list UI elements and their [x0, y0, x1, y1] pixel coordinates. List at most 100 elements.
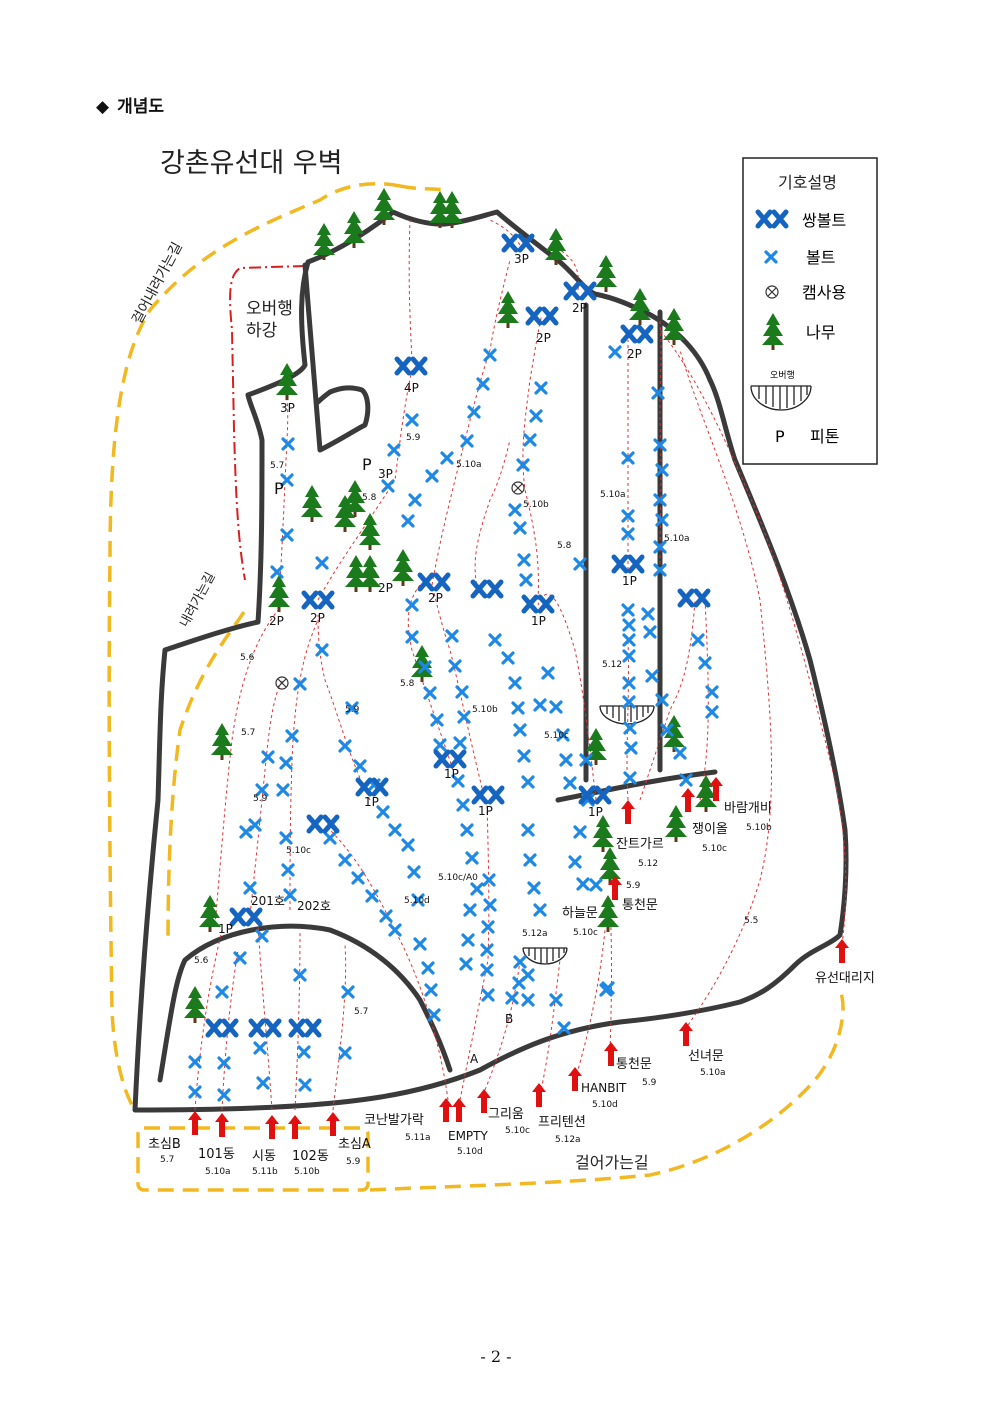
bolt-icon [280, 528, 294, 542]
bolt-icon [460, 434, 474, 448]
overhang-rappel-label: 오버행 하강 [246, 299, 298, 341]
overhang-symbols [522, 705, 655, 965]
start-arrow-icon [681, 788, 695, 812]
svg-text:5.11a: 5.11a [405, 1133, 431, 1143]
bolt-icon [297, 1045, 311, 1059]
bolt-icon [188, 1085, 202, 1099]
point-label: 4P [404, 381, 419, 395]
double-bolt-icon [623, 327, 651, 341]
svg-text:코난발가락: 코난발가락 [364, 1113, 424, 1128]
svg-text:프리텐션: 프리텐션 [538, 1115, 586, 1130]
rock-lower-block [157, 923, 453, 1083]
bolt-icon [568, 855, 582, 869]
page-number: - 2 - [480, 1347, 512, 1366]
bolt-icon [423, 686, 437, 700]
bolt-icon [467, 405, 481, 419]
svg-text:초심A: 초심A [338, 1137, 371, 1152]
bolt-icon [239, 825, 253, 839]
double-bolt-icon [436, 752, 464, 766]
bolt-icon [365, 889, 379, 903]
point-label: 2P [627, 347, 642, 361]
tree-icon [599, 847, 621, 884]
svg-text:5.11b: 5.11b [252, 1167, 278, 1177]
grade-label: 5.7 [354, 1007, 368, 1017]
point-labels: 1P 1P 1P 1P 1P 1P 1P 2P 2P 2P 2P 2P 2P 3… [218, 252, 642, 1066]
grade-labels: 5.6 5.7 5.9 5.6 5.7 5.9 5.10c 5.9 5.8 5.… [194, 433, 758, 1017]
descent-trail-label-2: 내려가는길 [177, 570, 218, 630]
bolt-icon [440, 451, 454, 465]
bolt-icon [460, 823, 474, 837]
bolt-icon [413, 937, 427, 951]
double-bolt-icon [397, 359, 425, 373]
bolt-icon [705, 705, 719, 719]
bolt-icon [315, 643, 329, 657]
bolt-icon [281, 863, 295, 877]
point-label: 3P [378, 467, 393, 481]
rock-main-face [132, 209, 849, 1113]
bolt-icon [641, 607, 655, 621]
svg-text:통천문: 통천문 [616, 1057, 652, 1072]
bolt-icon [461, 933, 475, 947]
start-arrow-icon [568, 1067, 582, 1091]
route-label: 유선대리지 [815, 971, 875, 986]
svg-text:5.10d: 5.10d [592, 1100, 618, 1110]
start-arrow-icon [532, 1083, 546, 1107]
bolt-icon [622, 676, 636, 690]
bolt-icon [517, 749, 531, 763]
bolt-icon [623, 771, 637, 785]
point-label: 2P [572, 301, 587, 315]
overhang-rappel-line [229, 265, 306, 581]
bolt-icon [215, 985, 229, 999]
route-label: 통천문 5.9 [616, 1057, 657, 1088]
bolt-icon [401, 514, 415, 528]
bolt-icon [513, 955, 527, 969]
bolt-icon [501, 651, 515, 665]
bolt-icon [563, 776, 577, 790]
cam-icon [511, 481, 525, 495]
start-arrow-icon [188, 1111, 202, 1135]
bolt-icon [353, 759, 367, 773]
bolt-icon [480, 943, 494, 957]
svg-text:HANBIT: HANBIT [581, 1081, 627, 1095]
bolt-icon [405, 630, 419, 644]
bolt-icon [523, 853, 537, 867]
grade-label: 5.8 [400, 679, 415, 689]
tree-icon [211, 723, 233, 760]
svg-text:그리움: 그리움 [488, 1107, 524, 1122]
tree-icon [595, 255, 617, 292]
double-bolt-icon [251, 1021, 279, 1035]
start-arrow-icon [326, 1112, 340, 1136]
grade-label: 5.12 [602, 660, 622, 670]
bolt-icon [315, 556, 329, 570]
bolt-icon [505, 991, 519, 1005]
bolt-icon [387, 443, 401, 457]
bolt-icon [338, 1046, 352, 1060]
rock-overhang-block [302, 262, 371, 453]
grade-label: 5.10a [600, 490, 626, 500]
bolt-icon [285, 729, 299, 743]
double-bolt-icon [566, 284, 594, 298]
bolt-icon [523, 433, 537, 447]
point-label: 1P [364, 795, 379, 809]
grade-label: 5.7 [270, 461, 284, 471]
bolt-icon [188, 1055, 202, 1069]
legend-label: 볼트 [806, 248, 835, 267]
bolt-icon [388, 823, 402, 837]
legend-label: 나무 [806, 323, 835, 342]
svg-text:5.9: 5.9 [642, 1078, 657, 1088]
bolt-icon [456, 798, 470, 812]
bolt-icon [608, 345, 622, 359]
tree-icon [545, 228, 567, 265]
piton-label: P [274, 479, 284, 498]
svg-text:5.10c: 5.10c [702, 844, 727, 854]
bolt-icon [508, 503, 522, 517]
descent-trail-label: 걸어내려가는길 [129, 240, 185, 327]
bolt-icon [519, 573, 533, 587]
point-label: 1P [588, 805, 603, 819]
svg-text:통천문: 통천문 [622, 898, 658, 913]
grade-label: 5.6 [194, 956, 209, 966]
